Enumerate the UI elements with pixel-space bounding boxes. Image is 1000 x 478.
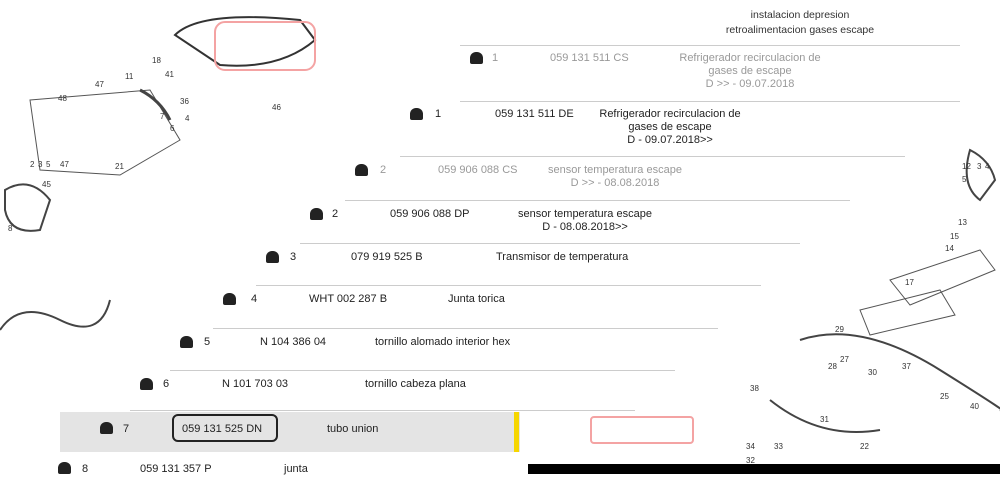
callout: 17 xyxy=(905,278,914,287)
info-icon[interactable] xyxy=(310,208,323,220)
table-row[interactable]: 1 059 131 511 DE Refrigerador recirculac… xyxy=(400,102,905,157)
part-number[interactable]: 059 906 088 CS xyxy=(438,164,518,176)
part-number[interactable]: WHT 002 287 B xyxy=(309,293,388,305)
part-number[interactable]: 059 131 511 CS xyxy=(550,52,629,64)
callout: 4 xyxy=(985,162,990,171)
callout: 15 xyxy=(950,232,959,241)
position: 4 xyxy=(251,293,258,305)
description: Junta torica xyxy=(448,293,505,305)
callout: 14 xyxy=(945,244,954,253)
callout: 31 xyxy=(820,415,829,424)
callout: 41 xyxy=(165,70,174,79)
table-row[interactable]: 3 079 919 525 B Transmisor de temperatur… xyxy=(256,245,761,286)
callout: 2 xyxy=(30,160,35,169)
callout: 48 xyxy=(58,94,67,103)
callout: 12 xyxy=(962,162,971,171)
callout: 5 xyxy=(46,160,51,169)
info-icon[interactable] xyxy=(180,336,193,348)
group-title-line1: instalacion depresion xyxy=(750,9,850,21)
callout: 25 xyxy=(940,392,949,401)
part-number[interactable]: 059 131 357 P xyxy=(140,463,212,475)
callout: 8 xyxy=(8,224,13,233)
callout: 40 xyxy=(970,402,979,411)
callout: 11 xyxy=(125,72,134,81)
callout: 21 xyxy=(115,162,124,171)
group-title-line2: retroalimentacion gases escape xyxy=(725,24,875,36)
part-number[interactable]: 059 906 088 DP xyxy=(390,208,470,220)
info-icon[interactable] xyxy=(223,293,236,305)
callout: 29 xyxy=(835,325,844,334)
callout: 28 xyxy=(828,362,837,371)
callout: 27 xyxy=(840,355,849,364)
table-row[interactable]: 2 059 906 088 CS sensor temperatura esca… xyxy=(345,158,850,201)
part-number[interactable]: N 101 703 03 xyxy=(222,378,289,390)
callout: 37 xyxy=(902,362,911,371)
part-number[interactable]: 059 131 525 DN xyxy=(182,423,263,435)
callout: 33 xyxy=(774,442,783,451)
position: 3 xyxy=(290,251,297,263)
callout: 47 xyxy=(60,160,69,169)
part-number[interactable]: N 104 386 04 xyxy=(260,336,327,348)
description: Refrigerador recirculacion de gases de e… xyxy=(679,52,821,90)
info-icon[interactable] xyxy=(100,422,113,434)
callout: 18 xyxy=(152,56,161,65)
highlight-bracket xyxy=(172,414,278,442)
position: 1 xyxy=(492,52,499,64)
part-number[interactable]: 079 919 525 B xyxy=(351,251,423,263)
position: 6 xyxy=(163,378,170,390)
callout: 22 xyxy=(860,442,869,451)
info-icon[interactable] xyxy=(140,378,153,390)
info-icon[interactable] xyxy=(410,108,423,120)
callout: 4 xyxy=(185,114,190,123)
callout: 30 xyxy=(868,368,877,377)
description: Transmisor de temperatura xyxy=(496,251,629,263)
position: 7 xyxy=(123,423,130,435)
table-row-selected[interactable]: 7 059 131 525 DN tubo union xyxy=(60,412,520,452)
info-icon[interactable] xyxy=(470,52,483,64)
group-title: instalacion depresion retroalimentacion … xyxy=(700,8,900,38)
info-icon[interactable] xyxy=(266,251,279,263)
callout: 46 xyxy=(272,103,281,112)
callout: 36 xyxy=(180,97,189,106)
callout: 3 xyxy=(38,160,43,169)
callout: 7 xyxy=(160,112,165,121)
table-row[interactable]: 6 N 101 703 03 tornillo cabeza plana xyxy=(130,372,635,411)
description: tubo union xyxy=(327,423,379,435)
callout: 38 xyxy=(750,384,759,393)
callout: 45 xyxy=(42,180,51,189)
callout: 5 xyxy=(962,175,967,184)
description: junta xyxy=(284,463,308,475)
diagram-right: 12 3 4 5 13 15 14 17 30 37 38 25 40 34 3… xyxy=(740,140,1000,474)
table-row[interactable]: 1 059 131 511 CS Refrigerador recirculac… xyxy=(460,45,960,102)
table-row[interactable]: 4 WHT 002 287 B Junta torica xyxy=(213,287,718,329)
position: 2 xyxy=(332,208,339,220)
red-highlight-box xyxy=(590,416,694,444)
info-icon[interactable] xyxy=(355,164,368,176)
exploded-diagram-right xyxy=(769,148,1000,433)
description: tornillo cabeza plana xyxy=(365,378,466,390)
callout: 32 xyxy=(746,456,755,465)
callout: 47 xyxy=(95,80,104,89)
callout: 13 xyxy=(958,218,967,227)
yellow-marker xyxy=(514,412,519,452)
exploded-diagram-left xyxy=(0,16,317,331)
position: 2 xyxy=(380,164,387,176)
description: Refrigerador recirculacion de gases de e… xyxy=(599,108,741,146)
part-number[interactable]: 059 131 511 DE xyxy=(495,108,574,120)
info-icon[interactable] xyxy=(58,462,71,474)
table-row[interactable]: 8 059 131 357 P junta xyxy=(48,458,528,478)
callout: 34 xyxy=(746,442,755,451)
black-bar xyxy=(528,464,1000,474)
table-row[interactable]: 2 059 906 088 DP sensor temperatura esca… xyxy=(300,202,800,244)
callout: 3 xyxy=(977,162,982,171)
description: tornillo alomado interior hex xyxy=(375,336,511,348)
position: 1 xyxy=(435,108,442,120)
table-row[interactable]: 5 N 104 386 04 tornillo alomado interior… xyxy=(170,330,675,371)
position: 5 xyxy=(204,336,211,348)
position: 8 xyxy=(82,463,89,475)
diagram-left: 47 48 11 41 18 36 46 2 3 5 47 21 45 8 7 … xyxy=(0,0,340,474)
callout: 6 xyxy=(170,124,175,133)
